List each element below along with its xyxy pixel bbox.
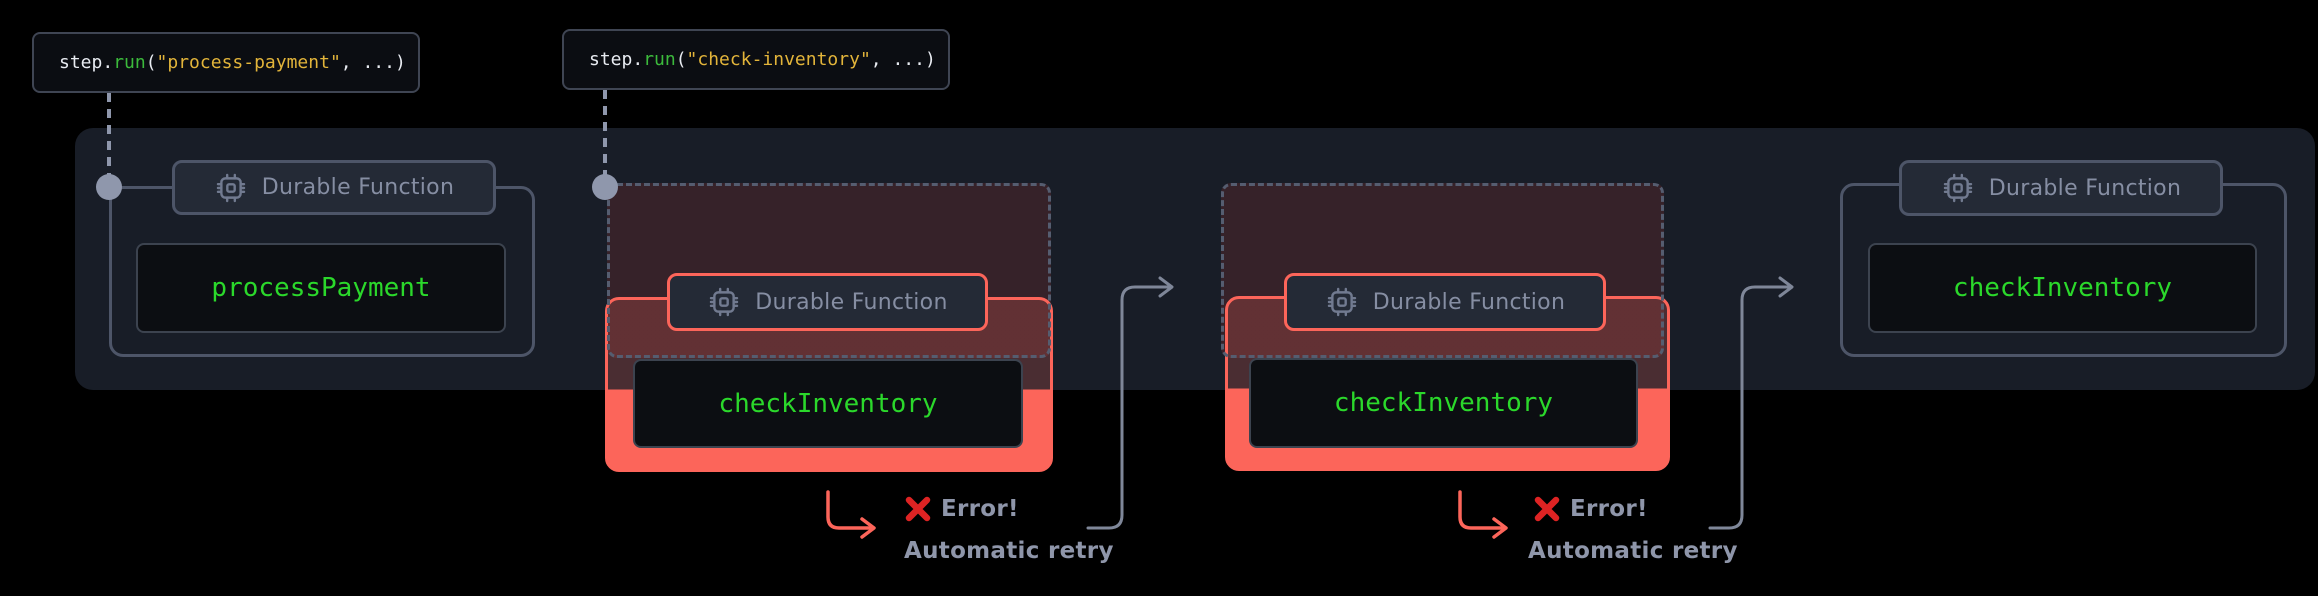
badge-label: Durable Function bbox=[755, 289, 948, 315]
retry-label-2: Automatic retry bbox=[1528, 538, 1738, 564]
durable-function-badge-2: Durable Function bbox=[667, 273, 988, 331]
code-string-arg: "process-payment" bbox=[156, 52, 341, 73]
code-rest: , ...) bbox=[870, 49, 936, 70]
durable-function-badge-1: Durable Function bbox=[172, 160, 496, 215]
function-name-box-3: checkInventory bbox=[1249, 358, 1638, 448]
code-rest: , ...) bbox=[340, 52, 406, 73]
retry-attempt-ghost-border-1 bbox=[607, 183, 1051, 358]
code-paren: ( bbox=[675, 49, 687, 70]
code-method: run bbox=[113, 52, 146, 73]
code-object: step. bbox=[59, 52, 114, 73]
retry-label-1: Automatic retry bbox=[904, 538, 1114, 564]
error-x-icon-2 bbox=[1532, 494, 1562, 524]
function-name: checkInventory bbox=[1333, 388, 1554, 418]
durable-function-badge-3: Durable Function bbox=[1284, 273, 1606, 331]
code-method: run bbox=[643, 49, 676, 70]
chip-icon bbox=[1943, 173, 1973, 203]
badge-label: Durable Function bbox=[1372, 289, 1566, 315]
chip-icon bbox=[1327, 287, 1357, 317]
code-snippet-check-inventory: step.run("check-inventory", ...) bbox=[562, 29, 950, 90]
function-name-box-1: processPayment bbox=[136, 243, 506, 333]
error-label-1: Error! bbox=[941, 496, 1019, 522]
badge-label: Durable Function bbox=[1988, 175, 2182, 201]
function-name: checkInventory bbox=[718, 388, 938, 419]
function-name-box-4: checkInventory bbox=[1868, 243, 2257, 333]
function-name: checkInventory bbox=[1952, 273, 2173, 303]
error-label-2: Error! bbox=[1570, 496, 1648, 522]
chip-icon bbox=[216, 173, 246, 202]
chip-icon bbox=[710, 287, 739, 317]
code-paren: ( bbox=[145, 52, 157, 73]
retry-attempt-ghost-border-2 bbox=[1221, 183, 1664, 358]
error-arrow-1 bbox=[826, 490, 876, 539]
code-object: step. bbox=[589, 49, 644, 70]
function-name-box-2: checkInventory bbox=[633, 359, 1023, 448]
badge-label: Durable Function bbox=[261, 175, 455, 200]
error-x-icon-1 bbox=[903, 494, 933, 524]
durable-function-badge-4: Durable Function bbox=[1899, 160, 2223, 216]
code-string-arg: "check-inventory" bbox=[686, 49, 871, 70]
error-arrow-2 bbox=[1458, 490, 1508, 539]
function-name: processPayment bbox=[211, 273, 431, 303]
code-snippet-process-payment: step.run("process-payment", ...) bbox=[32, 32, 420, 93]
